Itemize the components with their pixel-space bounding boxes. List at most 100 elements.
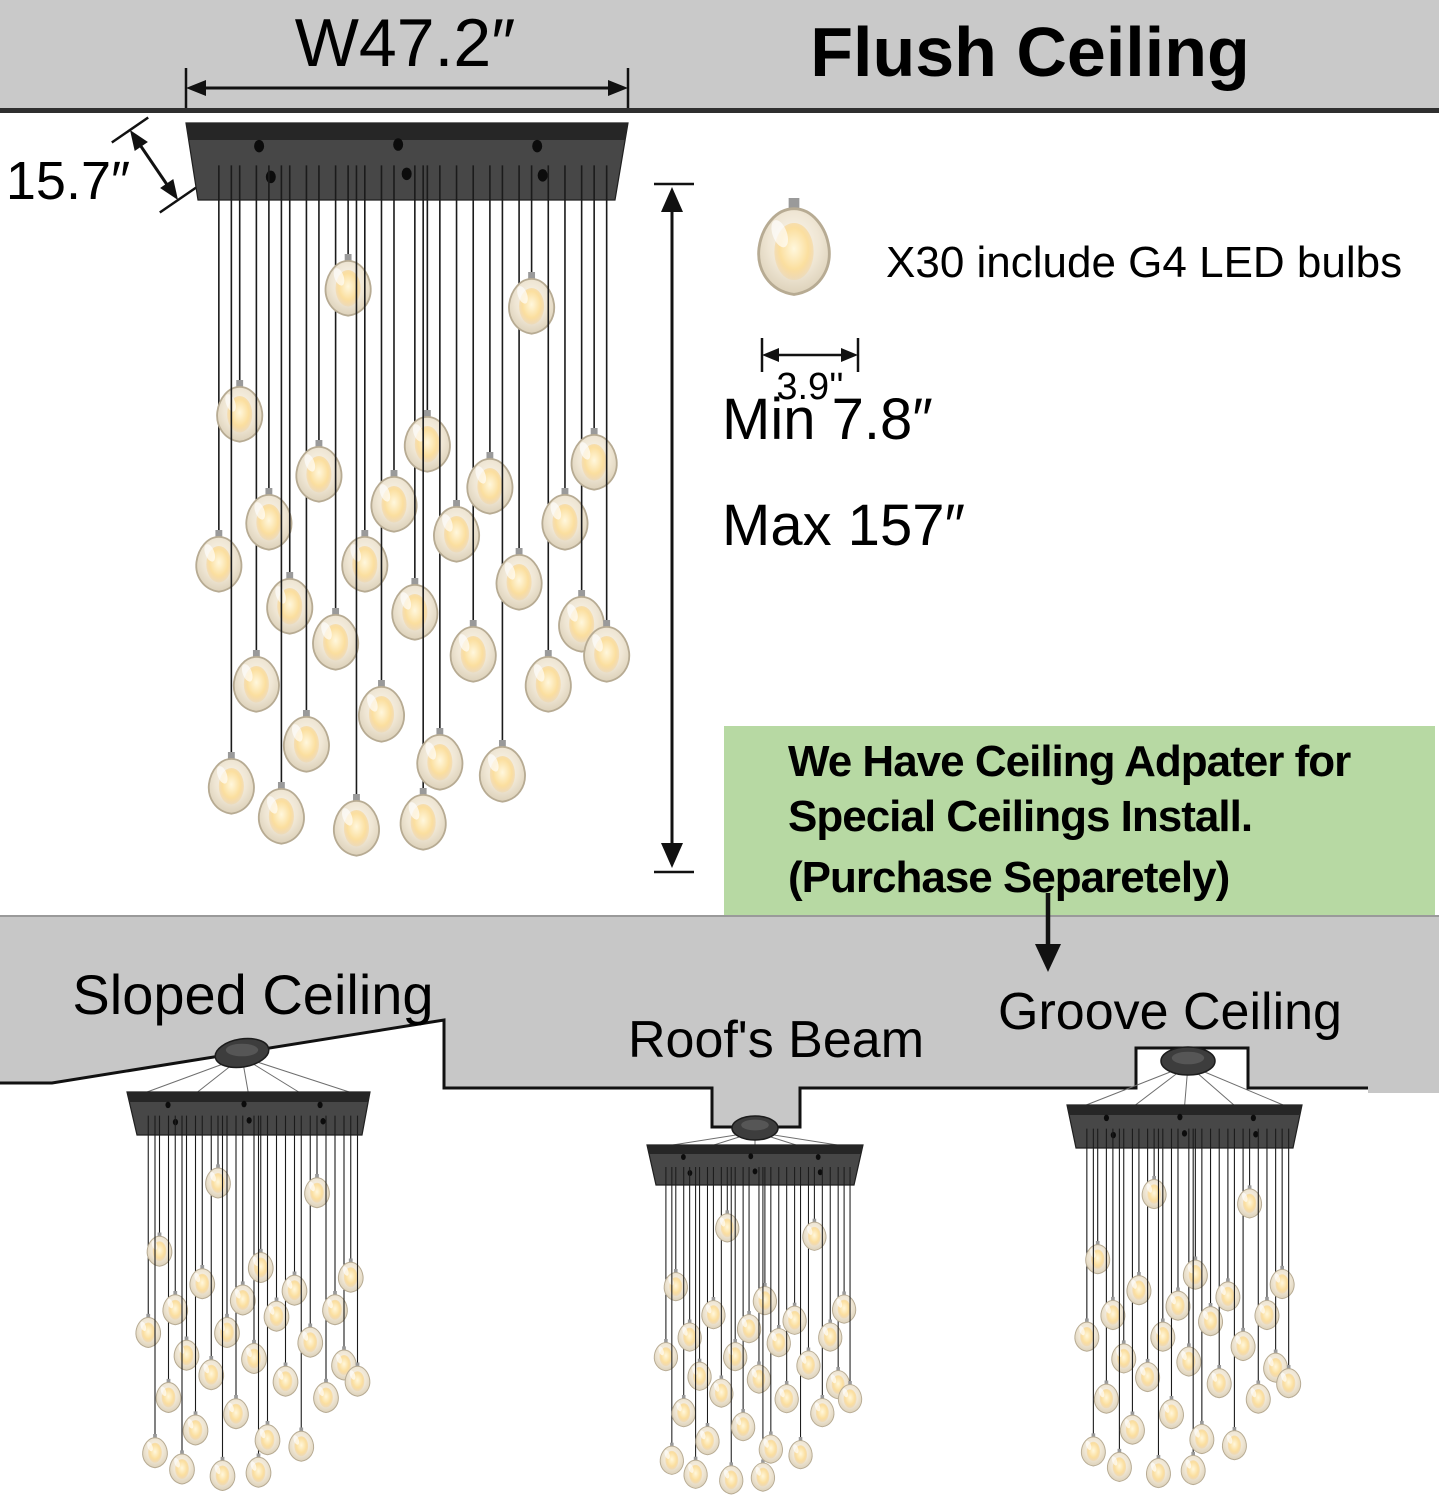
crystal-bulb [341,530,389,593]
crystal-bulb [1176,1343,1202,1377]
crystal-bulb [168,1450,196,1485]
bulb-detail [756,198,860,372]
crystal-bulb [671,1395,696,1428]
crystal-bulb [478,740,527,803]
chandelier-main [185,122,631,857]
canopy-wire [241,1056,356,1095]
crystal-bulb [1100,1296,1126,1331]
crystal-bulb [155,1378,182,1414]
crystal-bulb [391,578,439,641]
depth-dimension-arrow [111,116,197,214]
crystal-bulb [495,548,543,611]
screw-hole [532,139,543,153]
special-ceilings-band [0,915,1439,1129]
crystal-bulb [311,608,360,671]
adapter-note-line1: We Have Ceiling Adpater for [788,737,1351,786]
crystal-bulb [357,680,406,743]
screw-hole [401,167,412,181]
crystal-bulb [282,710,331,773]
crystal-bulb [750,1459,776,1492]
screw-hole [246,1117,252,1124]
screw-hole [1253,1130,1259,1138]
crystal-bulb [324,254,372,317]
screw-hole [817,1169,823,1176]
crystal-bulb [416,728,464,791]
flush-ceiling-band [0,0,1439,113]
adapter-note-line2: Special Ceilings Install. [788,792,1253,841]
crystal-bulb [288,1427,315,1462]
crystal-bulb [1180,1451,1206,1486]
adapter-note-line3: (Purchase Separetely) [788,853,1230,902]
screw-hole [241,1100,247,1108]
crystal-bulb [788,1437,813,1470]
screw-hole [254,139,265,153]
screw-hole [320,1117,326,1125]
crystal-bulb [449,620,497,683]
screw-hole [1250,1114,1256,1122]
crystal-bulb [312,1378,340,1414]
plate-edge-strip [647,1145,863,1154]
crystal-bulb [677,1319,702,1352]
crystal-bulb [736,1311,762,1344]
screw-hole [1177,1113,1183,1121]
crystal-bulb [245,488,293,551]
bulb-count-note: X30 include G4 LED bulbs [886,238,1403,287]
sloped-ceiling-label: Sloped Ceiling [72,963,434,1026]
crystal-bulb [541,488,589,551]
screw-hole [165,1101,171,1109]
crystal-bulb [695,1423,720,1456]
crystal-bulb [659,1442,685,1476]
chandelier-figures [126,122,1303,1495]
crystal-bulb [141,1434,169,1469]
crystal-bulb [198,1356,225,1391]
groove-ceiling-label: Groove Ceiling [998,983,1342,1041]
drop-min-label: Min 7.8″ [722,387,933,452]
plate-edge-strip [1067,1105,1302,1115]
crystal-bulb [1221,1427,1248,1461]
crystal-bulb [466,452,514,515]
crystal-bulb [1093,1380,1120,1414]
crystal-bulb [1182,1256,1208,1290]
crystal-bulb [399,788,447,851]
crystal-bulb [1074,1318,1100,1352]
crystal-bulb [337,1258,364,1293]
screw-hole [537,169,548,182]
crystal-bulb [209,1456,236,1492]
crystal-bulb [746,1361,772,1394]
width-dimension-label: W47.2″ [294,5,516,81]
crystal-bulb [265,572,314,635]
crystal-bulb [195,530,243,593]
roofs-beam-label: Roof's Beam [627,1011,925,1069]
crystal-bulb [718,1462,744,1495]
crystal-bulb [182,1411,209,1446]
canopy-highlight [1171,1051,1205,1065]
crystal-bulb [1245,1380,1271,1414]
chandelier-beam [646,1115,864,1495]
screw-hole [1181,1130,1188,1137]
chandelier-sloped [126,1037,371,1492]
crystal-bulb [295,440,343,503]
plate-edge-strip [127,1092,370,1102]
adapter-note-box: We Have Ceiling Adpater for Special Ceil… [724,726,1435,916]
crystal-bulb [1165,1287,1191,1321]
crystal-bulb [162,1291,189,1326]
drop-max-label: Max 157″ [722,493,965,558]
crystal-bulb [207,752,256,815]
bulb-detail-glass [756,198,832,297]
bulb-width-label: 3.9'' [776,366,844,408]
crystal-bulb [257,782,306,845]
crystal-bulb [1134,1358,1161,1393]
crystal-bulb [1206,1365,1232,1399]
crystal-bulb [1158,1396,1185,1430]
crystal-bulb [135,1313,162,1349]
crystal-bulb [730,1409,756,1442]
screw-hole [265,170,276,184]
crystal-bulb [332,794,381,857]
crystal-bulb [709,1375,734,1408]
adapter-pointer-arrow [1035,893,1061,972]
crystal-bulb [215,380,264,443]
crystal-bulb [1119,1411,1146,1445]
crystal-bulb [229,1281,256,1316]
